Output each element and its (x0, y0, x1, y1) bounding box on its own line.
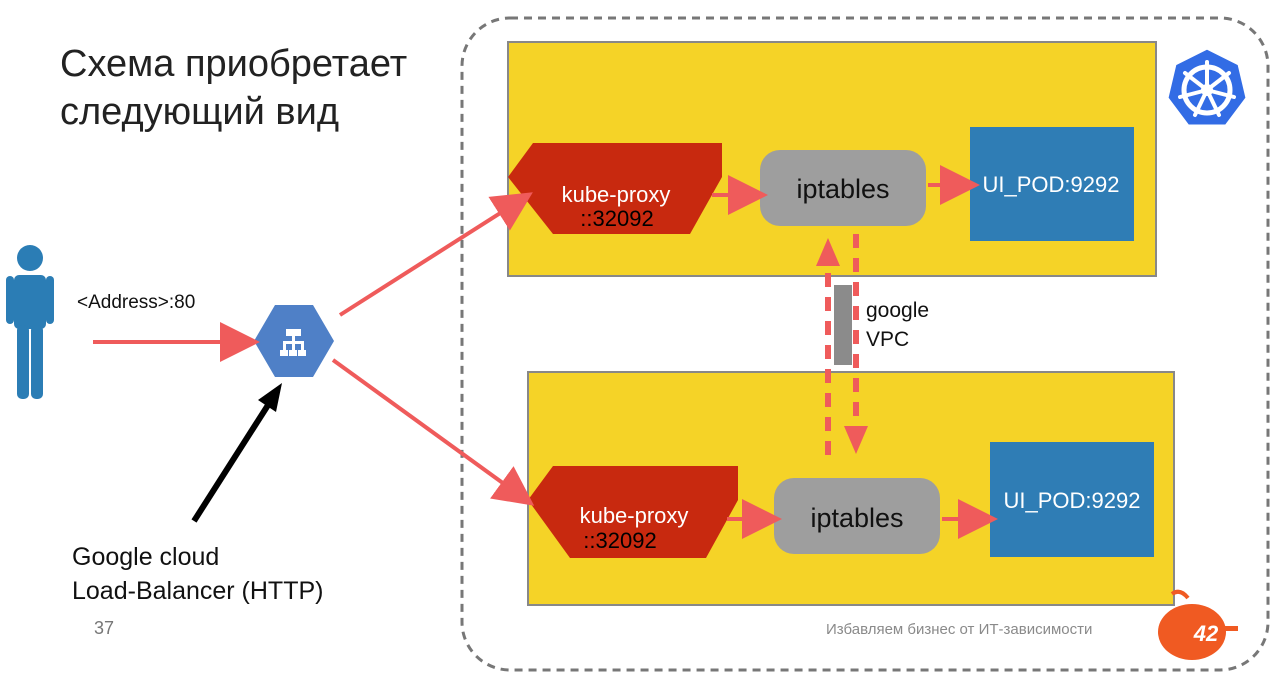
ui-pod-label: UI_POD:9292 (1004, 488, 1141, 513)
ui-pod-box (970, 127, 1134, 241)
logo-text: 42 (1193, 621, 1219, 646)
kube-proxy-label: kube-proxy (562, 182, 671, 207)
ui-pod-label: UI_POD:9292 (983, 172, 1120, 197)
node-2: kube-proxy ::32092 iptables UI_POD:9292 (527, 371, 1175, 606)
load-balancer-caption: Google cloud Load-Balancer (HTTP) (72, 543, 324, 605)
load-balancer-icon (254, 305, 334, 377)
arrow-lb-to-node1 (338, 192, 533, 317)
vpc-bar (834, 285, 852, 365)
company-logo: 42 (1158, 589, 1238, 660)
arrow-vpc-down-head (844, 426, 868, 454)
kube-proxy-port: ::32092 (583, 528, 656, 553)
person-icon (6, 245, 54, 399)
kubernetes-icon (1165, 46, 1249, 128)
pointer-arrow (191, 383, 282, 523)
cluster-boundary (460, 16, 1270, 672)
ui-pod-box (990, 442, 1154, 557)
kube-proxy-label: kube-proxy (580, 503, 689, 528)
vpc-arrows (816, 234, 868, 455)
node-1: kube-proxy ::32092 iptables UI_POD:9292 (507, 41, 1157, 277)
iptables-label: iptables (810, 503, 903, 533)
kube-proxy-port: ::32092 (580, 206, 653, 231)
kube-proxy-shape (528, 466, 738, 558)
kube-proxy-shape (508, 143, 722, 234)
page-number: 37 (94, 618, 115, 638)
iptables-box (760, 150, 926, 226)
footer-tagline: Избавляем бизнес от ИТ-зависимости (826, 621, 1093, 638)
iptables-box (774, 478, 940, 554)
traffic-arrows (93, 165, 998, 539)
arrow-vpc-up-head (816, 238, 840, 266)
client-address-label: <Address>:80 (77, 292, 196, 313)
iptables-label: iptables (796, 174, 889, 204)
arrow-lb-to-node2 (331, 358, 535, 506)
vpc-label: google VPC (866, 299, 930, 351)
slide-title: Схема приобретает следующий вид (60, 43, 408, 133)
